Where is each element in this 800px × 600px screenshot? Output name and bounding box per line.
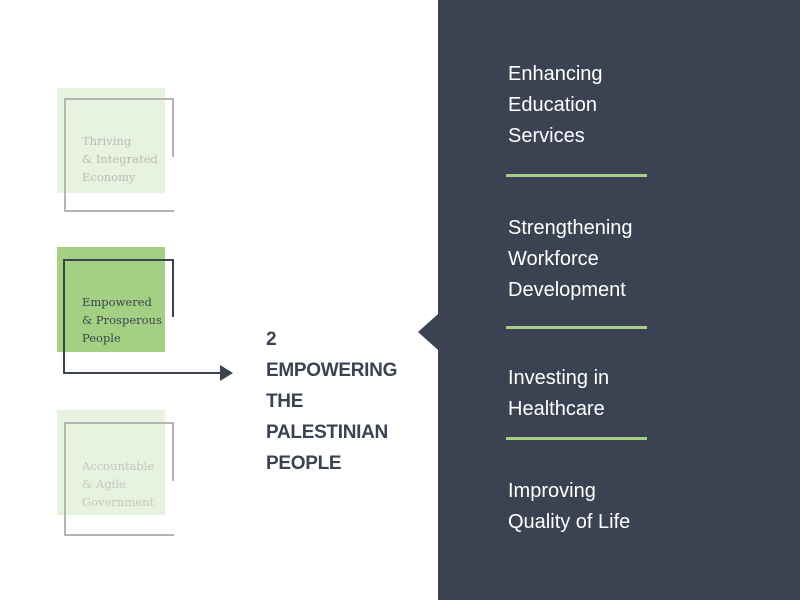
pillar-government-label: Accountable & Agile Government <box>82 457 154 511</box>
divider <box>506 437 647 440</box>
pillar-people-label: Empowered & Prosperous People <box>82 293 162 347</box>
priority-quality-of-life: Improving Quality of Life <box>508 476 630 538</box>
pillar-economy-label: Thriving & Integrated Economy <box>82 132 158 186</box>
priorities-panel <box>438 0 800 600</box>
bracket-line <box>64 534 174 536</box>
bracket-line <box>64 98 173 100</box>
priority-line: Quality of Life <box>508 511 631 533</box>
heading-line: THE <box>266 391 304 412</box>
label-line: Empowered <box>82 295 152 309</box>
bracket-line <box>172 98 174 157</box>
priority-workforce: Strengthening Workforce Development <box>508 213 633 306</box>
priority-line: Education <box>508 94 597 116</box>
pillar-economy-box <box>57 88 165 193</box>
priority-line: Strengthening <box>508 217 633 239</box>
label-line: Economy <box>82 170 136 184</box>
bracket-line <box>64 422 173 424</box>
heading-line: 2 <box>266 329 277 350</box>
priority-line: Investing in <box>508 367 610 389</box>
arrow-head-icon <box>220 365 233 381</box>
label-line: Government <box>82 495 155 509</box>
label-line: & Prosperous <box>82 313 162 327</box>
label-line: & Integrated <box>82 152 158 166</box>
bracket-line <box>64 210 174 212</box>
pillar-government-box <box>57 410 165 515</box>
heading-line: PALESTINIAN <box>266 422 388 443</box>
label-line: Thriving <box>82 134 132 148</box>
bracket-line <box>172 259 174 317</box>
label-line: & Agile <box>82 477 126 491</box>
bracket-line <box>63 259 174 261</box>
divider <box>506 326 647 329</box>
bracket-line <box>64 422 66 536</box>
label-line: Accountable <box>82 459 155 473</box>
panel-pointer <box>418 314 438 350</box>
bracket-line <box>172 422 174 481</box>
pillar-people-box <box>57 247 165 352</box>
priority-line: Improving <box>508 480 596 502</box>
priority-line: Enhancing <box>508 63 603 85</box>
divider <box>506 174 647 177</box>
priority-education: Enhancing Education Services <box>508 59 603 152</box>
heading-line: PEOPLE <box>266 453 342 474</box>
priority-healthcare: Investing in Healthcare <box>508 363 609 425</box>
label-line: People <box>82 331 121 345</box>
priority-line: Development <box>508 279 626 301</box>
section-heading: 2 EMPOWERING THE PALESTINIAN PEOPLE <box>266 324 397 479</box>
arrow-line <box>63 372 221 374</box>
bracket-line <box>64 98 66 212</box>
bracket-line <box>63 259 65 374</box>
priority-line: Services <box>508 125 585 147</box>
priority-line: Healthcare <box>508 398 605 420</box>
heading-line: EMPOWERING <box>266 360 398 381</box>
priority-line: Workforce <box>508 248 599 270</box>
